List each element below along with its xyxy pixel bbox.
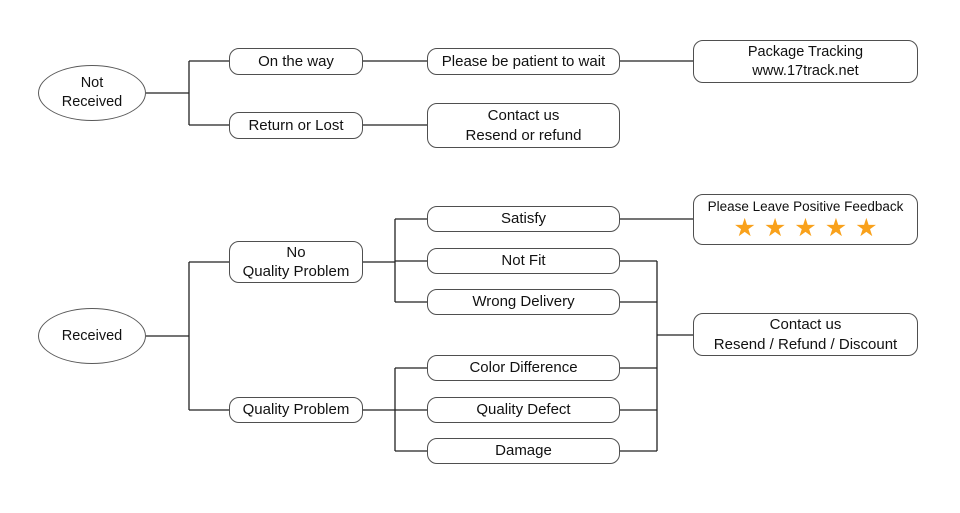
star-icon: ★	[824, 214, 848, 243]
node-contact-bottom-line1: Contact us	[769, 316, 842, 333]
node-not-fit: Not Fit	[427, 248, 620, 274]
node-not-received-line1: Not	[80, 75, 104, 92]
connector-quality-children	[363, 367, 427, 452]
node-contact-top-line1: Contact us	[487, 107, 560, 124]
node-package-tracking: Package Tracking www.17track.net	[693, 40, 918, 83]
node-please-be-patient: Please be patient to wait	[427, 48, 620, 75]
node-contact-us-resend-refund: Contact us Resend or refund	[427, 103, 620, 148]
connector-received-branch	[146, 261, 229, 411]
node-color-difference-label: Color Difference	[469, 359, 578, 377]
node-satisfy-label: Satisfy	[500, 210, 546, 228]
node-not-received-line2: Received	[61, 94, 123, 110]
node-no-quality-problem-line1: No	[286, 243, 306, 261]
node-on-the-way: On the way	[229, 48, 363, 75]
star-icon: ★	[794, 214, 817, 243]
node-quality-problem: Quality Problem	[229, 397, 363, 423]
five-star-rating: ★ ★ ★ ★ ★	[733, 216, 877, 241]
node-quality-problem-label: Quality Problem	[242, 401, 350, 419]
node-damage: Damage	[427, 438, 620, 464]
node-not-received: Not Received	[38, 65, 146, 121]
node-no-quality-problem: No Quality Problem	[229, 241, 363, 283]
node-contact-us-resend-refund-discount: Contact us Resend / Refund / Discount	[693, 313, 918, 356]
package-tracking-url: www.17track.net	[752, 62, 859, 79]
connector-no-quality-children	[363, 218, 427, 303]
node-damage-label: Damage	[495, 442, 552, 460]
node-received-label: Received	[61, 327, 123, 344]
node-no-quality-problem-line2: Quality Problem	[242, 263, 350, 280]
node-positive-feedback-label: Please Leave Positive Feedback	[707, 198, 904, 214]
node-wrong-delivery-label: Wrong Delivery	[472, 293, 575, 311]
star-icon: ★	[855, 214, 878, 243]
star-icon: ★	[733, 214, 756, 243]
node-quality-defect-label: Quality Defect	[476, 401, 571, 419]
node-received: Received	[38, 308, 146, 364]
connector-not-received-branch	[146, 60, 229, 126]
node-color-difference: Color Difference	[427, 355, 620, 381]
node-wrong-delivery: Wrong Delivery	[427, 289, 620, 315]
node-return-or-lost: Return or Lost	[229, 112, 363, 139]
node-satisfy: Satisfy	[427, 206, 620, 232]
node-contact-top-line2: Resend or refund	[465, 126, 582, 144]
node-return-or-lost-label: Return or Lost	[248, 116, 344, 134]
node-not-fit-label: Not Fit	[501, 252, 546, 270]
node-package-tracking-line1: Package Tracking	[747, 43, 864, 60]
node-quality-defect: Quality Defect	[427, 397, 620, 423]
connector-contact-collector	[620, 260, 693, 452]
node-please-be-patient-label: Please be patient to wait	[441, 52, 606, 70]
node-contact-bottom-line2: Resend / Refund / Discount	[713, 335, 898, 353]
node-positive-feedback: Please Leave Positive Feedback ★ ★ ★ ★ ★	[693, 194, 918, 245]
star-icon: ★	[763, 214, 787, 243]
node-on-the-way-label: On the way	[258, 52, 334, 70]
